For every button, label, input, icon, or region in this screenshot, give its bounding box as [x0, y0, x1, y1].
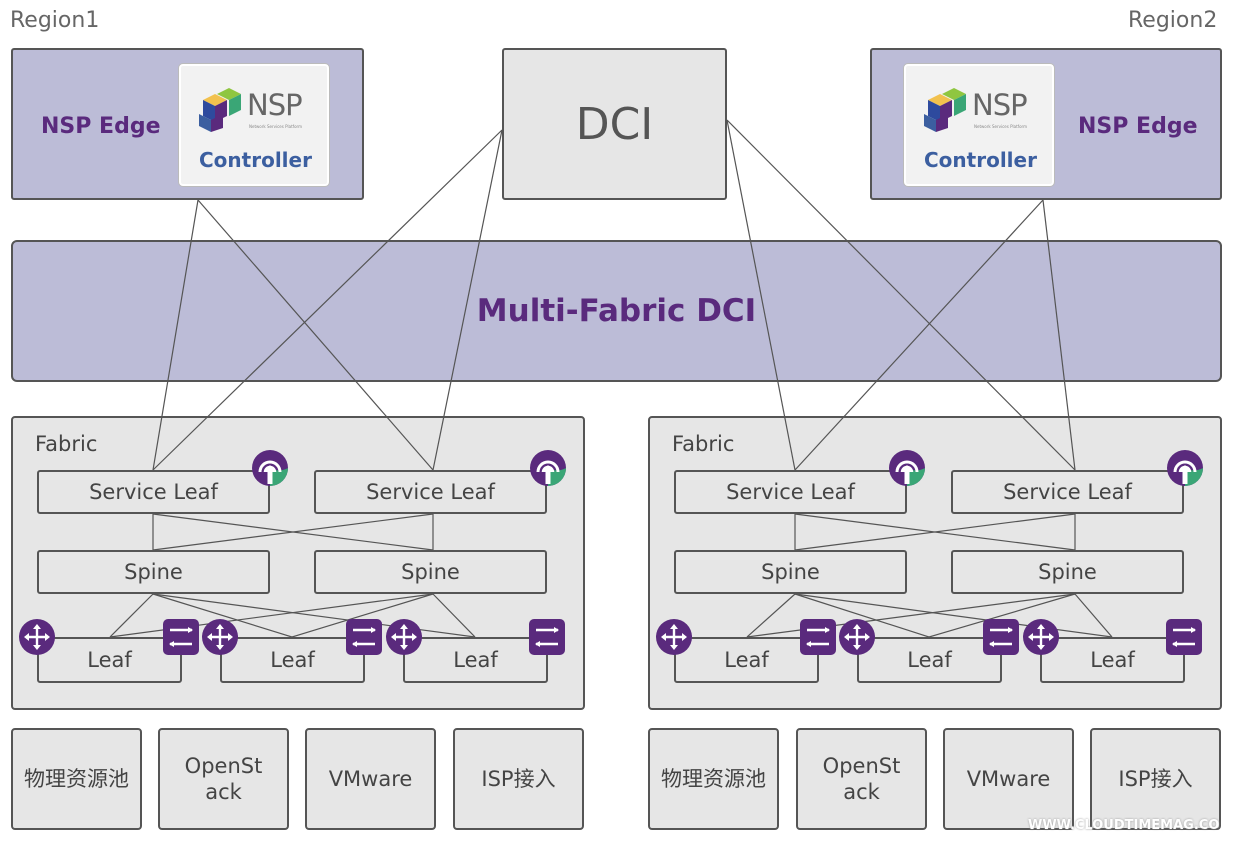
gateway-icon [250, 448, 290, 488]
controller-label: Controller [924, 148, 1037, 172]
leaf: Leaf [403, 637, 548, 683]
gateway-icon [528, 448, 568, 488]
resource-physical-pool: 物理资源池 [11, 728, 142, 830]
dci-box: DCI [502, 48, 727, 200]
resource-vmware: VMware [305, 728, 436, 830]
fabric-label: Fabric [35, 432, 98, 456]
resource-openstack: OpenSt ack [796, 728, 927, 830]
gateway-icon [1165, 448, 1205, 488]
router-icon [200, 617, 240, 657]
resource-isp-access: ISP接入 [453, 728, 584, 830]
switch-icon [161, 617, 201, 657]
nsp-cube-icon [924, 88, 966, 132]
resource-isp-access: ISP接入 [1090, 728, 1221, 830]
resource-openstack: OpenSt ack [158, 728, 289, 830]
spine: Spine [314, 550, 547, 594]
switch-icon [981, 617, 1021, 657]
switch-icon [527, 617, 567, 657]
router-icon [17, 617, 57, 657]
switch-icon [344, 617, 384, 657]
gateway-icon [887, 448, 927, 488]
spine: Spine [674, 550, 907, 594]
region1-label: Region1 [10, 8, 100, 33]
resource-physical-pool: 物理资源池 [648, 728, 779, 830]
nsp-logo-subtext: Network Services Platform [974, 124, 1027, 129]
nsp-logo-subtext: Network Services Platform [249, 124, 302, 129]
leaf: Leaf [37, 637, 182, 683]
nsp-logo-text: NSP [247, 88, 303, 122]
router-icon [384, 617, 424, 657]
controller-label: Controller [199, 148, 312, 172]
service-leaf: Service Leaf [314, 470, 547, 514]
nsp-controller-card: NSP Network Services Platform Controller [179, 64, 329, 186]
leaf: Leaf [1040, 637, 1185, 683]
nsp-logo-text: NSP [972, 88, 1028, 122]
service-leaf: Service Leaf [674, 470, 907, 514]
spine: Spine [951, 550, 1184, 594]
nsp-cube-icon [199, 88, 241, 132]
router-icon [837, 617, 877, 657]
resource-vmware: VMware [943, 728, 1074, 830]
router-icon [1021, 617, 1061, 657]
nsp-edge-right: NSP Network Services Platform Controller… [870, 48, 1222, 200]
router-icon [654, 617, 694, 657]
nsp-edge-label: NSP Edge [1078, 114, 1198, 139]
multi-fabric-dci-band: Multi-Fabric DCI [11, 240, 1222, 382]
switch-icon [798, 617, 838, 657]
switch-icon [1164, 617, 1204, 657]
region2-label: Region2 [1128, 8, 1218, 33]
watermark: WWW.CLOUDTIMEMAG.CO [1028, 818, 1220, 833]
spine: Spine [37, 550, 270, 594]
nsp-controller-card: NSP Network Services Platform Controller [904, 64, 1054, 186]
nsp-edge-left: NSP Edge NSP Network Services Platform C… [11, 48, 364, 200]
leaf: Leaf [857, 637, 1002, 683]
fabric-label: Fabric [672, 432, 735, 456]
nsp-edge-label: NSP Edge [41, 114, 161, 139]
leaf: Leaf [220, 637, 365, 683]
service-leaf: Service Leaf [37, 470, 270, 514]
service-leaf: Service Leaf [951, 470, 1184, 514]
leaf: Leaf [674, 637, 819, 683]
